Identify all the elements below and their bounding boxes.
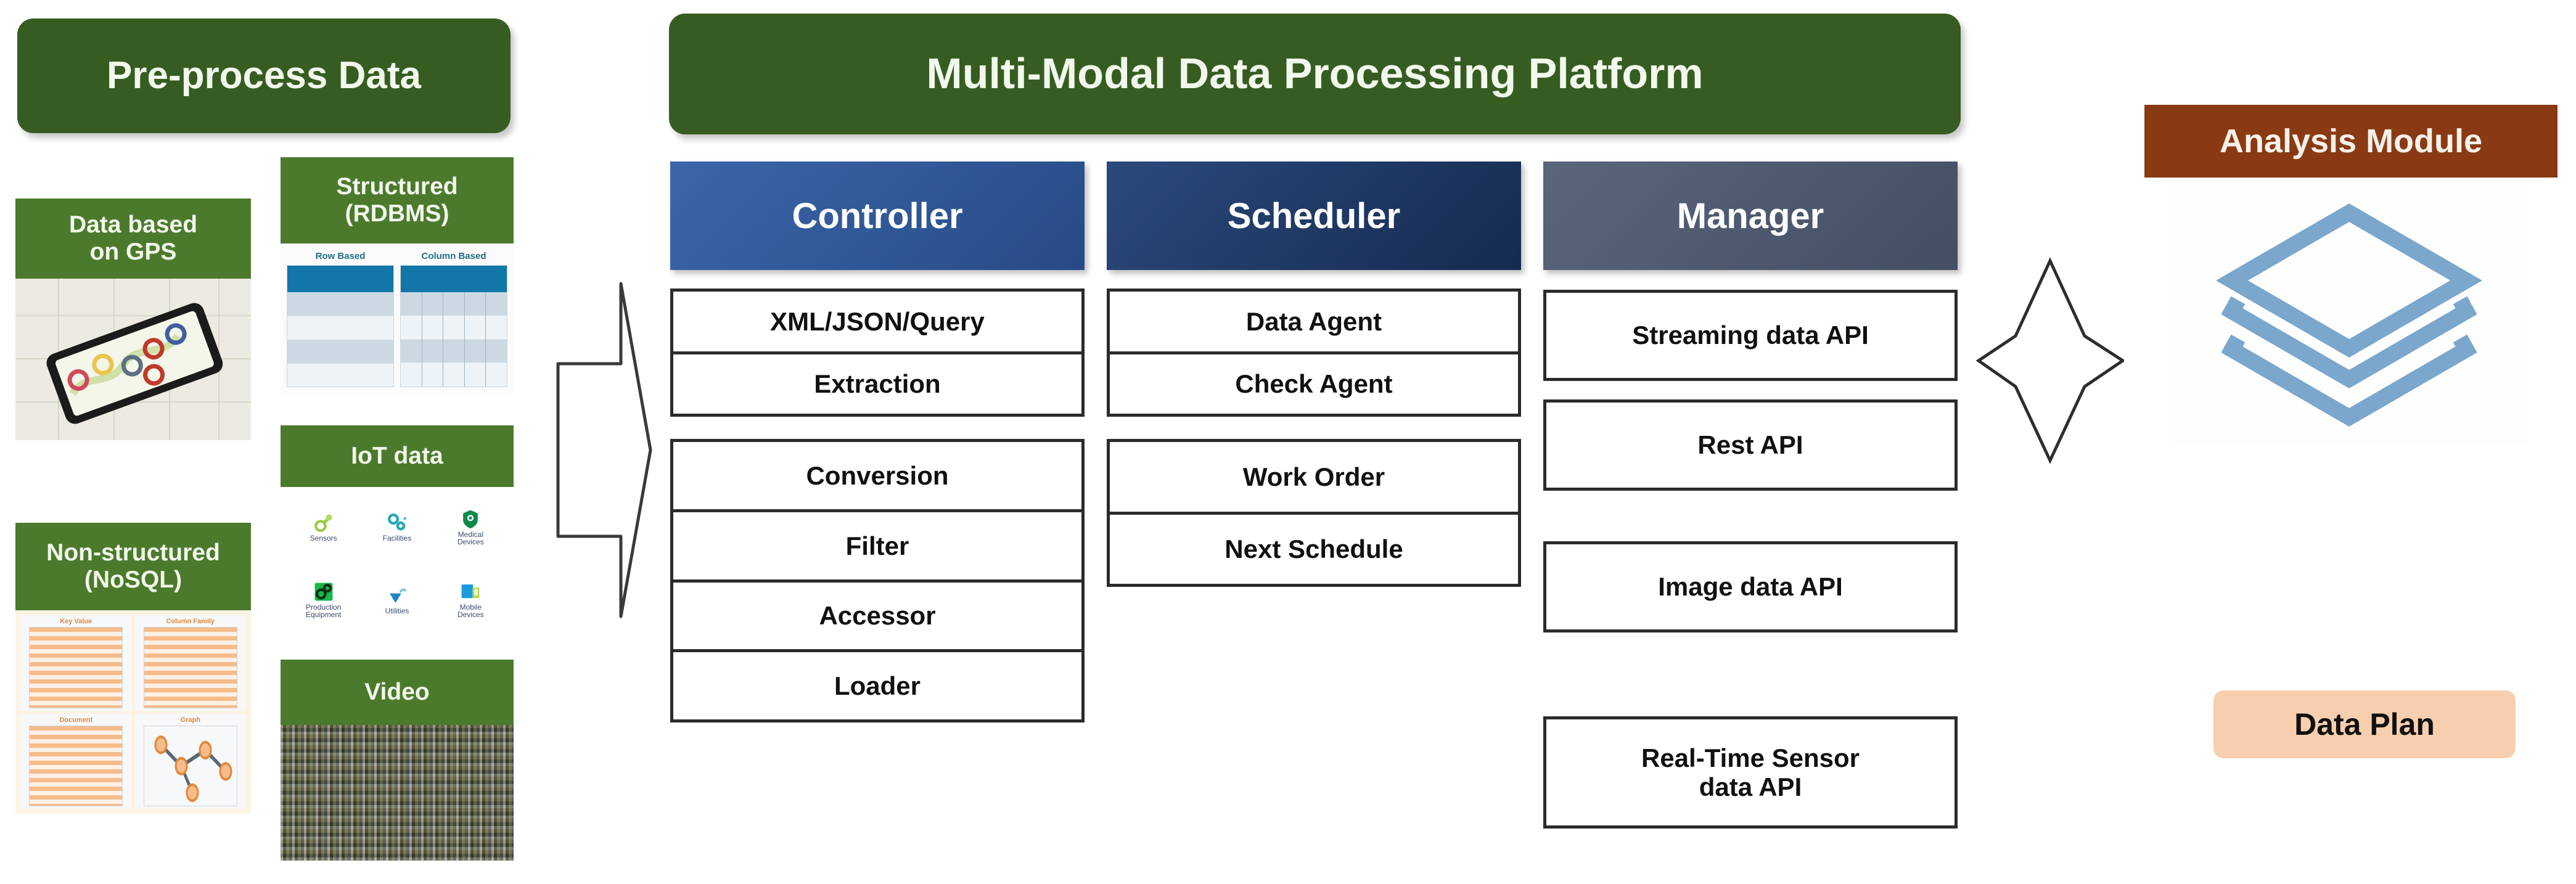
column-header-controller: Controller <box>670 162 1085 270</box>
iot-item-utilities: Utilities <box>360 563 433 636</box>
iot-item-production: Production Equipment <box>287 563 360 636</box>
controller-item-loader[interactable]: Loader <box>673 649 1081 719</box>
nosql-types-image: Key Value Column Family Document Graph <box>15 610 251 814</box>
rdbms-row-based: Row Based <box>287 251 394 387</box>
controller-item-extraction[interactable]: Extraction <box>673 351 1081 414</box>
iot-item-mobile: Mobile Devices <box>434 563 507 636</box>
nosql-quadrant-key-value: Key Value <box>20 615 132 711</box>
scheduler-item-check-agent[interactable]: Check Agent <box>1110 351 1518 414</box>
nosql-art-column-family <box>143 627 237 708</box>
source-caption-gps: Data based on GPS <box>15 198 251 279</box>
manager-item-image-data-api[interactable]: Image data API <box>1658 572 1843 602</box>
nosql-label-graph: Graph <box>180 716 200 724</box>
rdbms-label-row-based: Row Based <box>315 251 366 261</box>
iot-label-utilities: Utilities <box>385 607 409 615</box>
mobile-devices-icon <box>461 584 480 599</box>
rdbms-header-row <box>287 266 393 293</box>
controller-item-xml-json-query[interactable]: XML/JSON/Query <box>770 306 985 336</box>
gps-map-art <box>15 279 251 440</box>
nosql-quadrant-column-family: Column Family <box>134 615 246 711</box>
arrow-left-right-outline <box>1975 256 2126 465</box>
scheduler-group-2: Work Order Next Schedule <box>1107 439 1521 587</box>
controller-item-accessor[interactable]: Accessor <box>673 579 1081 650</box>
video-mosaic-art <box>281 725 514 861</box>
nosql-art-key-value <box>29 627 123 708</box>
iot-item-facilities: Facilities <box>360 491 433 563</box>
iot-label-mobile: Mobile Devices <box>457 603 484 619</box>
analysis-module-title: Analysis Module <box>2144 105 2558 178</box>
rdbms-label-column-based: Column Based <box>421 251 486 261</box>
rdbms-cols <box>401 292 507 387</box>
source-caption-rdbms: Structured (RDBMS) <box>281 157 514 244</box>
nosql-label-key-value: Key Value <box>60 618 92 625</box>
rdbms-column-based: Column Based <box>400 251 507 387</box>
medical-shield-icon <box>463 510 478 529</box>
video-mosaic-image <box>281 725 514 861</box>
manager-item-rest-api[interactable]: Rest API <box>1697 430 1803 460</box>
manager-item-realtime-sensor-data-api[interactable]: Real-Time Sensor data API <box>1641 743 1860 801</box>
nosql-label-column-family: Column Family <box>166 618 215 625</box>
scheduler-item-work-order[interactable]: Work Order <box>1242 462 1385 491</box>
manager-item-streaming-data-api[interactable]: Streaming data API <box>1632 321 1869 350</box>
nosql-label-document: Document <box>59 716 93 724</box>
sensor-icon <box>314 514 332 532</box>
iot-label-medical: Medical Devices <box>457 530 484 546</box>
rdbms-table-column <box>400 265 507 387</box>
source-caption-video: Video <box>281 660 514 725</box>
controller-item-filter[interactable]: Filter <box>673 509 1081 579</box>
column-header-scheduler: Scheduler <box>1107 162 1521 270</box>
inbound-arrow-icon <box>556 282 652 618</box>
rdbms-header-col <box>401 266 507 293</box>
iot-devices-image: Sensors Facilities Medical Devices <box>281 487 514 640</box>
rdbms-rows <box>287 292 393 387</box>
nosql-art-document <box>29 725 123 806</box>
iot-label-sensors: Sensors <box>310 534 337 542</box>
gps-phone-image <box>15 279 251 440</box>
nosql-art-graph <box>143 725 237 806</box>
iot-item-sensors: Sensors <box>287 491 360 563</box>
preprocess-title: Pre-process Data <box>17 18 511 133</box>
nosql-quadrant-document: Document <box>20 713 132 809</box>
scheduler-item-data-agent[interactable]: Data Agent <box>1245 306 1382 336</box>
production-gear-icon <box>314 583 333 601</box>
scheduler-group-1: Data Agent Check Agent <box>1107 289 1521 417</box>
source-caption-nosql: Non-structured (NoSQL) <box>15 523 251 610</box>
facilities-icon <box>388 514 407 531</box>
controller-group-2: Conversion Filter Accessor Loader <box>670 439 1085 722</box>
column-header-manager: Manager <box>1543 162 1958 270</box>
exchange-arrow-icon <box>1975 257 2126 464</box>
utilities-icon <box>390 588 407 603</box>
scheduler-item-next-schedule[interactable]: Next Schedule <box>1110 511 1518 584</box>
iot-label-production: Production Equipment <box>305 603 342 619</box>
stacked-layers-icon <box>2170 179 2528 444</box>
rdbms-tables-image: Row Based Column Based <box>281 244 514 395</box>
controller-item-conversion[interactable]: Conversion <box>806 460 949 490</box>
arrow-right-outline <box>552 277 657 623</box>
rdbms-table-row <box>287 265 394 387</box>
source-caption-iot: IoT data <box>281 425 514 487</box>
graph-nodes-icon <box>154 735 232 802</box>
iot-label-facilities: Facilities <box>382 534 412 542</box>
manager-group-rest: Rest API <box>1543 399 1958 491</box>
analysis-module-label: Analysis Module <box>2219 123 2483 160</box>
data-plan-badge[interactable]: Data Plan <box>2213 690 2516 758</box>
manager-group-realtime: Real-Time Sensor data API <box>1543 716 1958 829</box>
nosql-quadrant-graph: Graph <box>134 713 246 809</box>
iot-item-medical: Medical Devices <box>434 491 507 563</box>
layers-glyph <box>2216 203 2482 427</box>
manager-group-streaming: Streaming data API <box>1543 290 1958 381</box>
manager-group-image: Image data API <box>1543 541 1958 632</box>
platform-title: Multi-Modal Data Processing Platform <box>669 14 1961 134</box>
controller-group-1: XML/JSON/Query Extraction <box>670 289 1085 417</box>
